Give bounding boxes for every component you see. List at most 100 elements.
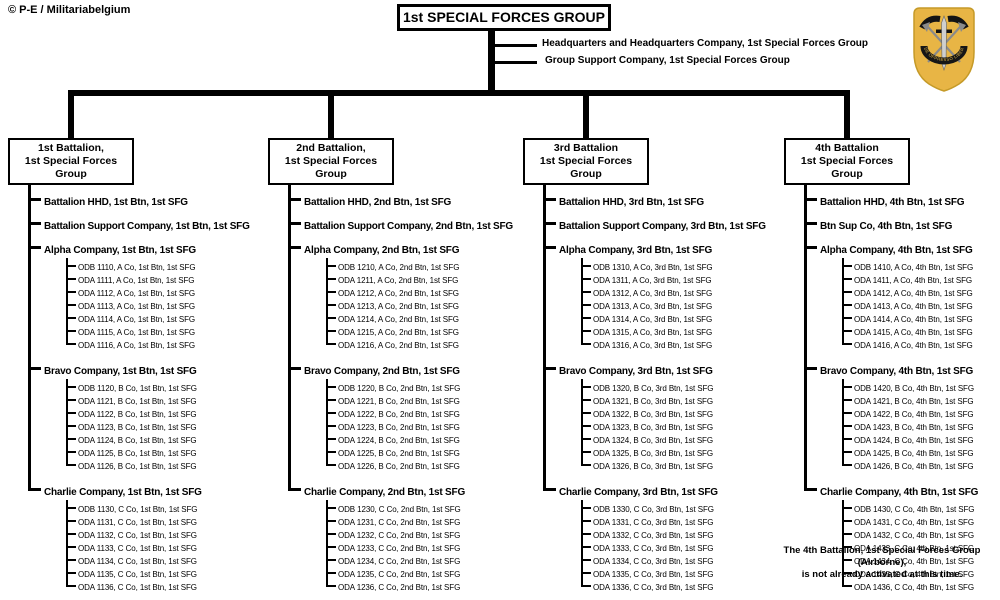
battalion-group-name: 1st Special Forces Group bbox=[800, 155, 894, 180]
company-item: Charlie Company, 1st Btn, 1st SFG ODB 11… bbox=[28, 479, 264, 600]
detachment-item: ODA 1332, C Co, 3rd Btn, 1st SFG bbox=[581, 528, 779, 541]
connector-hhc-branch bbox=[492, 44, 537, 47]
detachment-label: ODA 1115, A Co, 1st Btn, 1st SFG bbox=[78, 328, 196, 337]
detachment-item: ODA 1435, C Co, 4th Btn, 1st SFG bbox=[842, 567, 1000, 580]
copyright-text: © P-E / Militariabelgium bbox=[8, 4, 131, 16]
detachment-item: ODA 1132, C Co, 1st Btn, 1st SFG bbox=[66, 528, 264, 541]
detachment-label: ODA 1334, C Co, 3rd Btn, 1st SFG bbox=[593, 557, 714, 566]
detachment-label: ODA 1122, B Co, 1st Btn, 1st SFG bbox=[78, 410, 197, 419]
detachment-label: ODA 1323, B Co, 3rd Btn, 1st SFG bbox=[593, 423, 713, 432]
support-company-label: Battalion Support Company, 2nd Btn, 1st … bbox=[304, 221, 513, 232]
detachment-item: ODA 1335, C Co, 3rd Btn, 1st SFG bbox=[581, 567, 779, 580]
detachment-item: ODA 1431, C Co, 4th Btn, 1st SFG bbox=[842, 515, 1000, 528]
detachments-list: ODB 1120, B Co, 1st Btn, 1st SFG ODA 112… bbox=[66, 379, 264, 472]
hhd-label: Battalion HHD, 3rd Btn, 1st SFG bbox=[559, 197, 704, 208]
company-item: Alpha Company, 2nd Btn, 1st SFG ODB 1210… bbox=[288, 237, 524, 358]
detachment-item: ODA 1134, C Co, 1st Btn, 1st SFG bbox=[66, 554, 264, 567]
detachment-item: ODA 1324, B Co, 3rd Btn, 1st SFG bbox=[581, 433, 779, 446]
detachment-item: ODA 1312, A Co, 3rd Btn, 1st SFG bbox=[581, 286, 779, 299]
detachment-item: ODA 1433, C Co, 4th Btn, 1st SFG bbox=[842, 541, 1000, 554]
detachment-item: ODA 1122, B Co, 1st Btn, 1st SFG bbox=[66, 407, 264, 420]
battalion-column: 4th Battalion 1st Special Forces Group B… bbox=[784, 138, 1000, 600]
detachment-item: ODA 1231, C Co, 2nd Btn, 1st SFG bbox=[326, 515, 524, 528]
detachment-item: ODA 1133, C Co, 1st Btn, 1st SFG bbox=[66, 541, 264, 554]
detachment-label: ODA 1226, B Co, 2nd Btn, 1st SFG bbox=[338, 462, 460, 471]
support-company-label: Battalion Support Company, 3rd Btn, 1st … bbox=[559, 221, 766, 232]
detachment-label: ODA 1322, B Co, 3rd Btn, 1st SFG bbox=[593, 410, 713, 419]
battalion-name: 1st Battalion, bbox=[38, 142, 104, 154]
company-item: Bravo Company, 4th Btn, 1st SFG ODB 1420… bbox=[804, 358, 1000, 479]
detachment-label: ODA 1413, A Co, 4th Btn, 1st SFG bbox=[854, 302, 973, 311]
detachment-item: ODA 1321, B Co, 3rd Btn, 1st SFG bbox=[581, 394, 779, 407]
detachment-label: ODA 1424, B Co, 4th Btn, 1st SFG bbox=[854, 436, 974, 445]
detachment-label: ODA 1136, C Co, 1st Btn, 1st SFG bbox=[78, 583, 197, 592]
support-company-item: Battalion Support Company, 3rd Btn, 1st … bbox=[543, 213, 779, 237]
company-label: Alpha Company, 3rd Btn, 1st SFG bbox=[559, 245, 713, 256]
detachment-label: ODA 1232, C Co, 2nd Btn, 1st SFG bbox=[338, 531, 461, 540]
battalion-units-tree: Battalion HHD, 4th Btn, 1st SFG Btn Sup … bbox=[804, 183, 1000, 600]
detachment-item: ODB 1120, B Co, 1st Btn, 1st SFG bbox=[66, 379, 264, 394]
detachment-label: ODA 1126, B Co, 1st Btn, 1st SFG bbox=[78, 462, 197, 471]
detachment-item: ODA 1323, B Co, 3rd Btn, 1st SFG bbox=[581, 420, 779, 433]
detachment-label: ODA 1335, C Co, 3rd Btn, 1st SFG bbox=[593, 570, 714, 579]
support-company-item: Battalion Support Company, 2nd Btn, 1st … bbox=[288, 213, 524, 237]
detachment-label: ODA 1333, C Co, 3rd Btn, 1st SFG bbox=[593, 544, 714, 553]
company-label: Bravo Company, 1st Btn, 1st SFG bbox=[44, 366, 197, 377]
detachment-label: ODA 1113, A Co, 1st Btn, 1st SFG bbox=[78, 302, 196, 311]
detachment-label: ODA 1312, A Co, 3rd Btn, 1st SFG bbox=[593, 289, 713, 298]
detachment-item: ODA 1215, A Co, 2nd Btn, 1st SFG bbox=[326, 325, 524, 338]
detachment-item: ODA 1421, B Co, 4th Btn, 1st SFG bbox=[842, 394, 1000, 407]
connector-gsc-branch bbox=[492, 61, 537, 64]
hhd-item: Battalion HHD, 2nd Btn, 1st SFG bbox=[288, 183, 524, 213]
detachment-item: ODA 1211, A Co, 2nd Btn, 1st SFG bbox=[326, 273, 524, 286]
company-item: Bravo Company, 3rd Btn, 1st SFG ODB 1320… bbox=[543, 358, 779, 479]
detachment-label: ODA 1423, B Co, 4th Btn, 1st SFG bbox=[854, 423, 974, 432]
detachment-label: ODA 1224, B Co, 2nd Btn, 1st SFG bbox=[338, 436, 460, 445]
detachment-item: ODA 1125, B Co, 1st Btn, 1st SFG bbox=[66, 446, 264, 459]
battalion-group-name: 1st Special Forces Group bbox=[284, 155, 378, 180]
detachment-item: ODA 1336, C Co, 3rd Btn, 1st SFG bbox=[581, 580, 779, 593]
detachment-item: ODB 1430, C Co, 4th Btn, 1st SFG bbox=[842, 500, 1000, 515]
detachment-label: ODA 1331, C Co, 3rd Btn, 1st SFG bbox=[593, 518, 714, 527]
detachment-item: ODA 1316, A Co, 3rd Btn, 1st SFG bbox=[581, 338, 779, 351]
hhd-item: Battalion HHD, 4th Btn, 1st SFG bbox=[804, 183, 1000, 213]
detachments-list: ODB 1220, B Co, 2nd Btn, 1st SFG ODA 122… bbox=[326, 379, 524, 472]
detachment-label: ODA 1121, B Co, 1st Btn, 1st SFG bbox=[78, 397, 197, 406]
detachment-item: ODA 1121, B Co, 1st Btn, 1st SFG bbox=[66, 394, 264, 407]
detachment-label: ODA 1313, A Co, 3rd Btn, 1st SFG bbox=[593, 302, 713, 311]
detachment-item: ODB 1220, B Co, 2nd Btn, 1st SFG bbox=[326, 379, 524, 394]
battalion-column: 1st Battalion, 1st Special Forces Group … bbox=[8, 138, 264, 600]
detachment-label: ODB 1230, C Co, 2nd Btn, 1st SFG bbox=[338, 505, 461, 514]
hhd-item: Battalion HHD, 1st Btn, 1st SFG bbox=[28, 183, 264, 213]
detachment-label: ODA 1432, C Co, 4th Btn, 1st SFG bbox=[854, 531, 974, 540]
detachment-label: ODA 1324, B Co, 3rd Btn, 1st SFG bbox=[593, 436, 713, 445]
detachment-item: ODA 1112, A Co, 1st Btn, 1st SFG bbox=[66, 286, 264, 299]
detachment-label: ODA 1336, C Co, 3rd Btn, 1st SFG bbox=[593, 583, 714, 592]
battalion-box: 4th Battalion 1st Special Forces Group bbox=[784, 138, 910, 185]
detachments-list: ODB 1110, A Co, 1st Btn, 1st SFG ODA 111… bbox=[66, 258, 264, 351]
detachment-item: ODA 1325, B Co, 3rd Btn, 1st SFG bbox=[581, 446, 779, 459]
detachments-list: ODB 1330, C Co, 3rd Btn, 1st SFG ODA 133… bbox=[581, 500, 779, 593]
battalion-box: 2nd Battalion, 1st Special Forces Group bbox=[268, 138, 394, 185]
hhd-label: Battalion HHD, 4th Btn, 1st SFG bbox=[820, 197, 965, 208]
detachment-item: ODA 1124, B Co, 1st Btn, 1st SFG bbox=[66, 433, 264, 446]
detachment-item: ODA 1333, C Co, 3rd Btn, 1st SFG bbox=[581, 541, 779, 554]
detachment-label: ODA 1314, A Co, 3rd Btn, 1st SFG bbox=[593, 315, 713, 324]
detachments-list: ODB 1310, A Co, 3rd Btn, 1st SFG ODA 131… bbox=[581, 258, 779, 351]
connector-stub-2nd-battalion bbox=[328, 93, 334, 138]
detachment-item: ODB 1330, C Co, 3rd Btn, 1st SFG bbox=[581, 500, 779, 515]
detachment-item: ODA 1113, A Co, 1st Btn, 1st SFG bbox=[66, 299, 264, 312]
detachment-label: ODB 1420, B Co, 4th Btn, 1st SFG bbox=[854, 384, 974, 393]
support-company-item: Btn Sup Co, 4th Btn, 1st SFG bbox=[804, 213, 1000, 237]
detachment-item: ODA 1412, A Co, 4th Btn, 1st SFG bbox=[842, 286, 1000, 299]
detachment-label: ODA 1414, A Co, 4th Btn, 1st SFG bbox=[854, 315, 973, 324]
detachment-item: ODA 1413, A Co, 4th Btn, 1st SFG bbox=[842, 299, 1000, 312]
hhd-item: Battalion HHD, 3rd Btn, 1st SFG bbox=[543, 183, 779, 213]
detachment-label: ODA 1111, A Co, 1st Btn, 1st SFG bbox=[78, 276, 195, 285]
connector-main-drop bbox=[488, 28, 495, 96]
detachment-label: ODA 1426, B Co, 4th Btn, 1st SFG bbox=[854, 462, 974, 471]
detachment-label: ODA 1216, A Co, 2nd Btn, 1st SFG bbox=[338, 341, 459, 350]
detachment-label: ODB 1310, A Co, 3rd Btn, 1st SFG bbox=[593, 263, 713, 272]
detachment-item: ODA 1116, A Co, 1st Btn, 1st SFG bbox=[66, 338, 264, 351]
